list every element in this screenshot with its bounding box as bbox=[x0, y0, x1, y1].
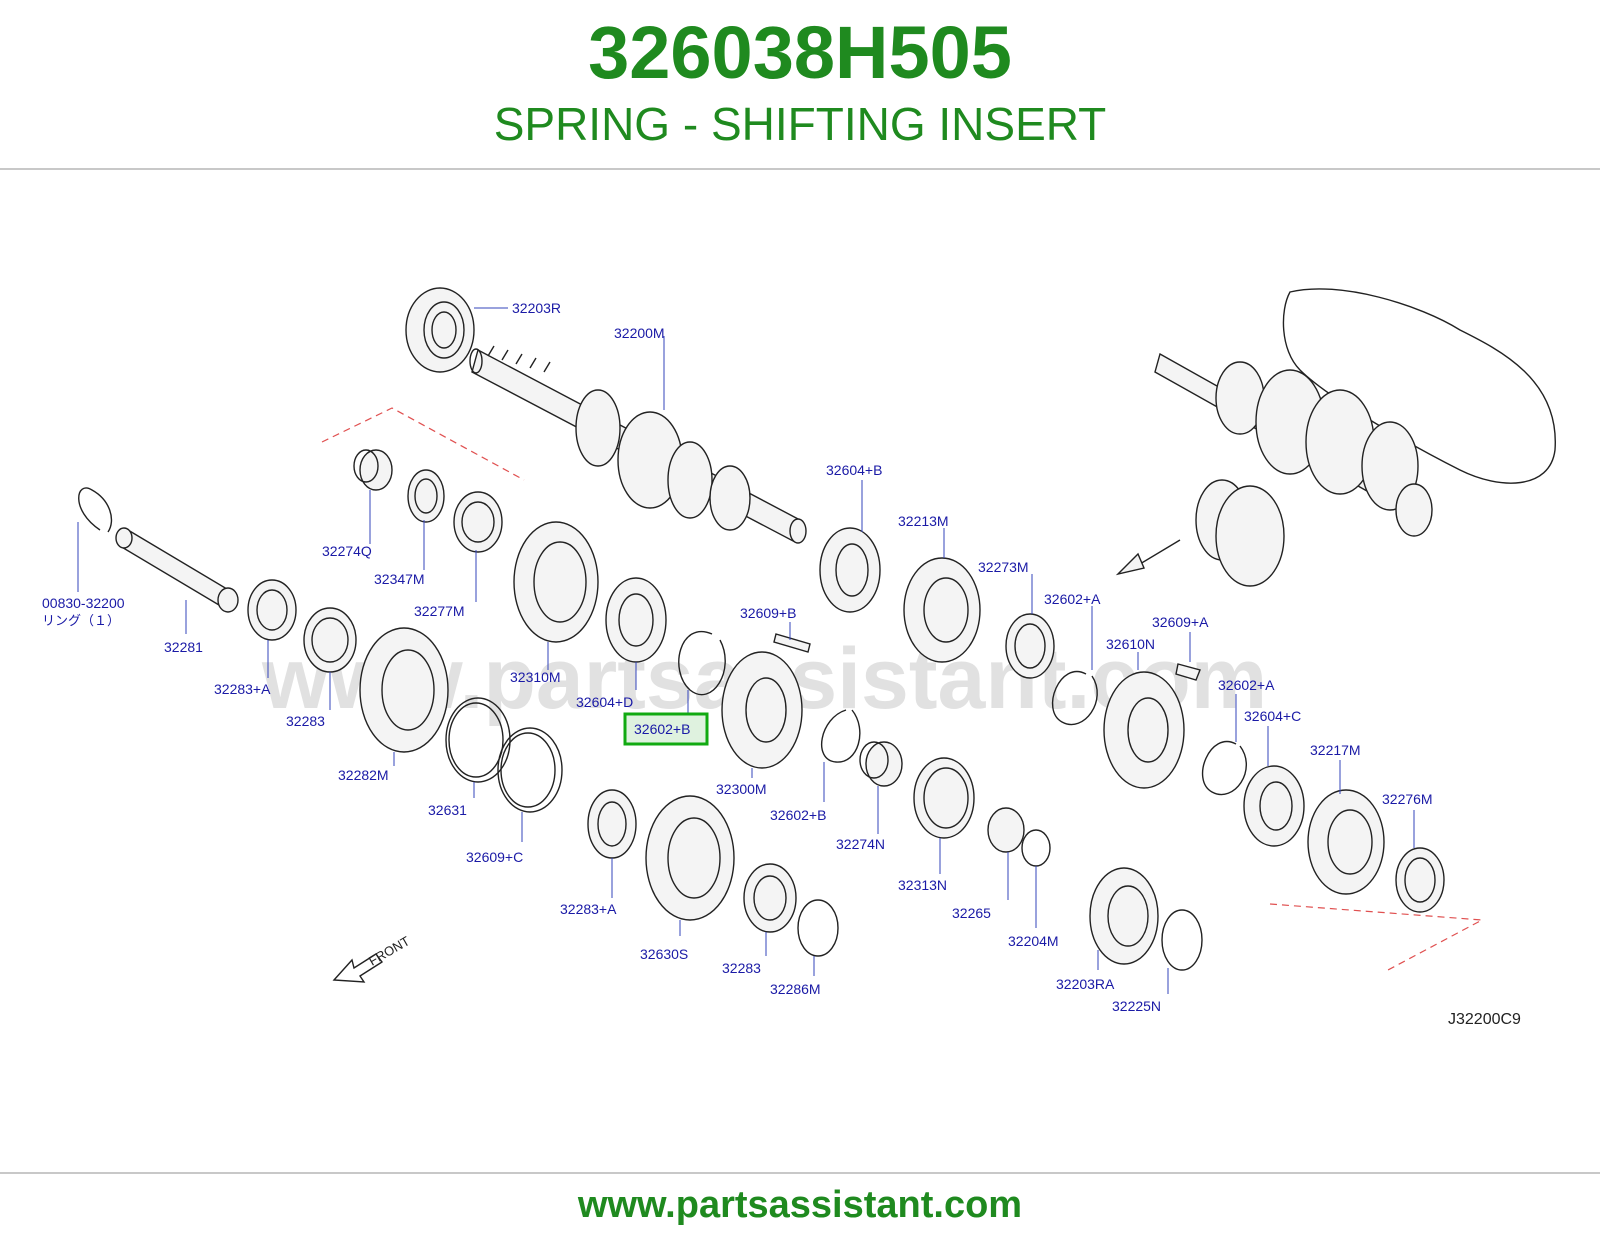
bearing-32283-lower-part bbox=[743, 863, 797, 933]
front-direction-arrow: FRONT bbox=[332, 933, 412, 983]
label-32283a-left[interactable]: 32283+A bbox=[214, 681, 271, 697]
spring-32602a-upper-part bbox=[1051, 670, 1098, 725]
front-label: FRONT bbox=[366, 933, 412, 968]
label-32203ra[interactable]: 32203RA bbox=[1056, 976, 1115, 992]
label-32609a[interactable]: 32609+A bbox=[1152, 614, 1209, 630]
label-32604d[interactable]: 32604+D bbox=[576, 694, 633, 710]
hub-32604d-part bbox=[605, 577, 667, 663]
label-32283-left[interactable]: 32283 bbox=[286, 713, 325, 729]
label-32274q[interactable]: 32274Q bbox=[322, 543, 372, 559]
label-32610n[interactable]: 32610N bbox=[1106, 636, 1155, 652]
label-32631[interactable]: 32631 bbox=[428, 802, 467, 818]
label-32273m[interactable]: 32273M bbox=[978, 559, 1029, 575]
page-header: 326038H505 SPRING - SHIFTING INSERT bbox=[0, 0, 1600, 168]
label-32347m[interactable]: 32347M bbox=[374, 571, 425, 587]
gear-32282m-part bbox=[359, 627, 449, 753]
label-32204m[interactable]: 32204M bbox=[1008, 933, 1059, 949]
label-32630s[interactable]: 32630S bbox=[640, 946, 688, 962]
bearing-32203r-part bbox=[405, 287, 475, 373]
highlighted-part-box bbox=[623, 712, 709, 746]
label-00830-32200[interactable]: 00830-32200 bbox=[42, 595, 125, 611]
bearing-32203ra-part bbox=[1089, 867, 1159, 965]
gear-32310m-part bbox=[513, 521, 599, 643]
label-32609b[interactable]: 32609+B bbox=[740, 605, 796, 621]
ring-32631-part bbox=[445, 697, 511, 783]
washer-32347m-part bbox=[407, 469, 445, 523]
label-32281[interactable]: 32281 bbox=[164, 639, 203, 655]
sleeve-32610n-part bbox=[1103, 671, 1185, 789]
hub-32604c-part bbox=[1243, 765, 1305, 847]
label-32604b[interactable]: 32604+B bbox=[826, 462, 882, 478]
header-divider bbox=[0, 168, 1600, 170]
washer-32286m-part bbox=[797, 899, 839, 957]
synchro-32300m-part bbox=[721, 651, 803, 769]
bushing-32265-part bbox=[987, 807, 1025, 853]
label-32310m[interactable]: 32310M bbox=[510, 669, 561, 685]
label-ring-qty: リング（１） bbox=[42, 614, 120, 629]
label-32274n[interactable]: 32274N bbox=[836, 836, 885, 852]
label-32265[interactable]: 32265 bbox=[952, 905, 991, 921]
label-32225n[interactable]: 32225N bbox=[1112, 998, 1161, 1014]
gear-32630s-part bbox=[645, 795, 735, 921]
label-32602b-right[interactable]: 32602+B bbox=[770, 807, 826, 823]
label-32213m[interactable]: 32213M bbox=[898, 513, 949, 529]
bushing-32274n-part bbox=[859, 741, 903, 787]
washer-32204m-part bbox=[1021, 829, 1051, 867]
bearing-32273m-part bbox=[1005, 613, 1055, 679]
assembly-overview-inset bbox=[1115, 288, 1556, 587]
label-32602a-upper[interactable]: 32602+A bbox=[1044, 591, 1101, 607]
needle-bearing-32277m-part bbox=[453, 491, 503, 553]
bearing-32283-part bbox=[303, 607, 357, 673]
label-32200m[interactable]: 32200M bbox=[614, 325, 665, 341]
label-32217m[interactable]: 32217M bbox=[1310, 742, 1361, 758]
gear-32213m-part bbox=[903, 557, 981, 663]
label-32300m[interactable]: 32300M bbox=[716, 781, 767, 797]
label-32276m[interactable]: 32276M bbox=[1382, 791, 1433, 807]
footer-url-link[interactable]: www.partsassistant.com bbox=[577, 1184, 1023, 1226]
cone-32313n-part bbox=[913, 757, 975, 839]
label-32602a-lower[interactable]: 32602+A bbox=[1218, 677, 1275, 693]
seal-32283a-lower-part bbox=[587, 789, 637, 859]
seal-32283a-part bbox=[247, 579, 297, 641]
part-description: SPRING - SHIFTING INSERT bbox=[493, 98, 1107, 150]
spring-32602a-lower-part bbox=[1201, 740, 1247, 795]
dashed-group-outline-left bbox=[321, 407, 525, 481]
label-32604c[interactable]: 32604+C bbox=[1244, 708, 1301, 724]
spring-32602b-right-part bbox=[820, 709, 861, 763]
label-32286m[interactable]: 32286M bbox=[770, 981, 821, 997]
hub-32604b-part bbox=[819, 527, 881, 613]
snap-ring-00830-32200-part bbox=[78, 487, 113, 533]
spring-32602b-left-part bbox=[678, 630, 726, 696]
bushing-32274q-part bbox=[353, 449, 393, 491]
parts-diagram: www.partsassistant.com bbox=[42, 287, 1556, 1028]
label-32313n[interactable]: 32313N bbox=[898, 877, 947, 893]
diagram-id: J32200C9 bbox=[1448, 1011, 1521, 1028]
label-32282m[interactable]: 32282M bbox=[338, 767, 389, 783]
bearing-32276m-part bbox=[1395, 847, 1445, 913]
part-number-title: 326038H505 bbox=[588, 11, 1012, 94]
label-32277m[interactable]: 32277M bbox=[414, 603, 465, 619]
washer-32225n-part bbox=[1161, 909, 1203, 971]
insert-32609b-part bbox=[773, 633, 811, 653]
gear-32217m-part bbox=[1307, 789, 1385, 895]
pin-32281-part bbox=[115, 527, 239, 613]
highlighted-part-label[interactable]: 32602+B bbox=[634, 721, 690, 737]
dashed-group-outline-right bbox=[1269, 903, 1485, 971]
insert-32609a-part bbox=[1175, 663, 1201, 681]
part-labels: 32203R 32200M 32604+B 32213M 32273M 3260… bbox=[42, 300, 1433, 1014]
footer-divider bbox=[0, 1172, 1600, 1174]
label-32203r[interactable]: 32203R bbox=[512, 300, 561, 316]
ring-32609c-part bbox=[497, 727, 563, 813]
leader-lines bbox=[77, 307, 1415, 994]
label-32283a-lower[interactable]: 32283+A bbox=[560, 901, 617, 917]
main-shaft-part bbox=[469, 345, 807, 544]
label-32283-lower[interactable]: 32283 bbox=[722, 960, 761, 976]
label-32609c[interactable]: 32609+C bbox=[466, 849, 523, 865]
